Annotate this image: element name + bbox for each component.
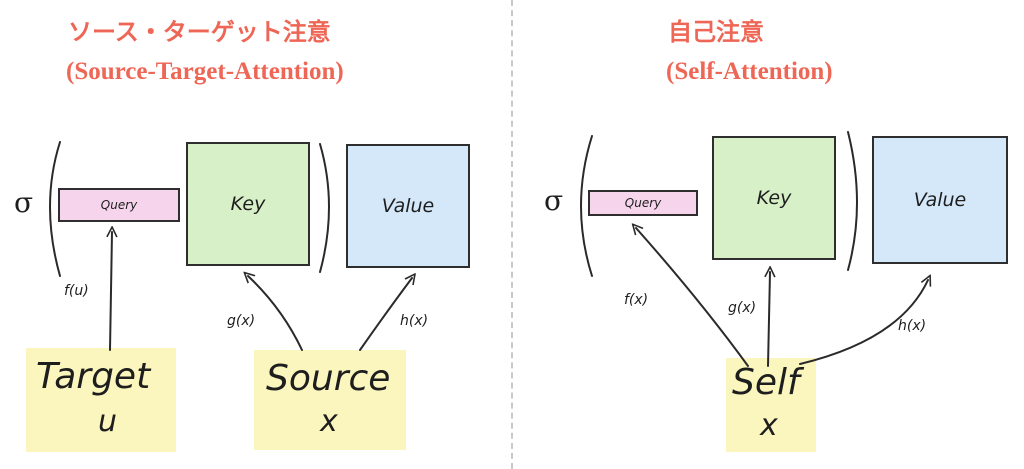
right-f-label: f(x) [624,292,649,308]
left-query-label: Query [100,198,138,212]
right-query-box: Query [588,190,698,216]
left-open-paren [49,141,61,277]
target-note [26,348,176,452]
right-open-paren [580,135,593,277]
right-h-label: h(x) [898,318,927,334]
panel-divider [511,0,513,469]
right-sigma: σ [544,184,564,217]
arrow-source-to-value [359,278,412,351]
arrow-self-to-value [799,280,928,365]
right-query-label: Query [624,196,662,210]
self-note [726,358,816,452]
right-key-box: Key [712,136,836,260]
left-f-label: f(u) [64,283,89,299]
right-g-label: g(x) [728,300,757,316]
left-close-paren [319,143,330,273]
left-value-label: Value [381,195,435,217]
self-word: Self [732,362,800,403]
arrow-self-to-query [636,228,749,367]
right-value-box: Value [872,136,1008,264]
right-title-english: (Self-Attention) [666,58,833,85]
right-title-japanese: 自己注意 [668,20,764,46]
target-word: Target [36,356,151,397]
target-variable: u [98,404,118,439]
self-variable: x [760,408,778,443]
left-g-label: g(x) [227,313,256,329]
arrow-self-to-key [768,272,770,367]
left-sigma: σ [14,186,34,219]
right-key-label: Key [756,187,792,209]
left-title-english: (Source-Target-Attention) [66,58,344,85]
arrow-source-to-key [248,276,303,351]
left-title-japanese: ソース・ターゲット注意 [68,20,331,46]
source-note [254,350,406,450]
left-key-label: Key [230,193,266,215]
right-close-paren [847,131,858,271]
right-value-label: Value [913,189,967,211]
source-variable: x [320,404,338,439]
left-value-box: Value [346,144,470,268]
left-key-box: Key [186,142,310,266]
source-word: Source [266,358,391,399]
left-h-label: h(x) [400,313,429,329]
arrow-target-to-query [110,232,112,351]
left-query-box: Query [58,188,180,222]
